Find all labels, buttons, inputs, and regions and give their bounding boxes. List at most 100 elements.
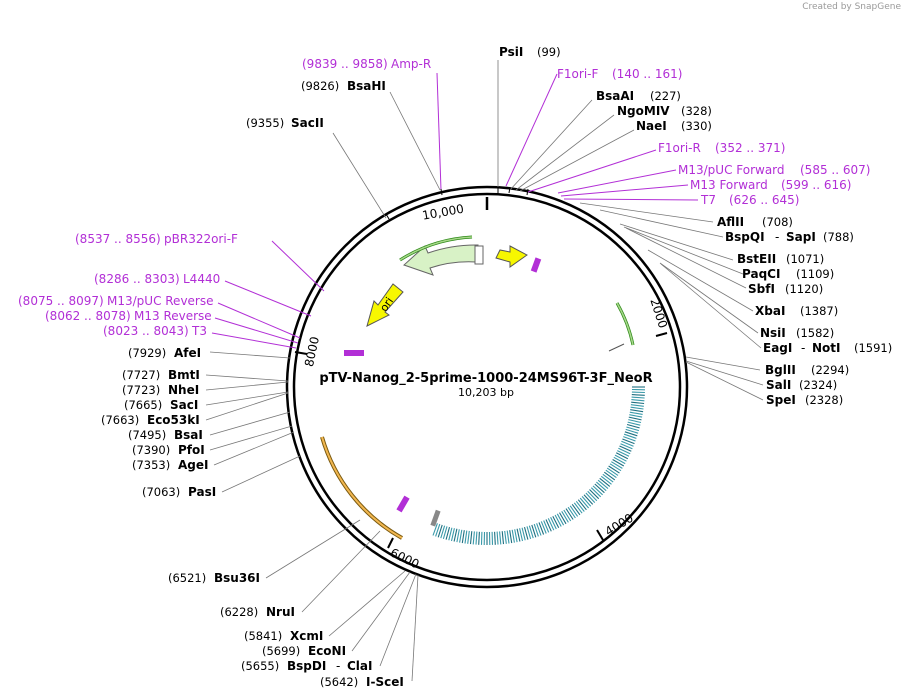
enzyme-aflii-name: AflII xyxy=(717,215,744,229)
ms2-stripe xyxy=(631,394,645,396)
ms2-stripe xyxy=(619,445,632,452)
feature-f1orif-range: (140 .. 161) xyxy=(612,67,682,81)
ms2-stripe xyxy=(440,525,446,539)
feature-f1orif-name: F1ori-F xyxy=(557,67,598,81)
ori-arrow xyxy=(366,283,404,327)
enzyme-xbai-name: XbaI xyxy=(755,304,785,318)
ms2-stripe xyxy=(624,431,638,437)
ms2-stripe xyxy=(547,518,555,531)
ms2-stripe xyxy=(559,512,567,525)
enzyme-bmti-name: BmtI xyxy=(168,368,200,382)
ms2-stripe xyxy=(563,509,572,522)
grey-mark xyxy=(430,509,441,527)
enzyme-xcmi-name: XcmI xyxy=(290,629,323,643)
ms2-stripe xyxy=(600,475,612,485)
ampr-arrow xyxy=(403,244,479,276)
ms2-stripe xyxy=(628,416,642,421)
ampr-promoter xyxy=(474,245,484,265)
feature-t3-name: T3 xyxy=(191,324,207,338)
site-ticks xyxy=(385,186,529,220)
ms2-stripe xyxy=(615,452,629,460)
enzyme-ngomiv-pos: (328) xyxy=(681,104,712,118)
enzyme-eagi-dash: - xyxy=(801,341,805,355)
ms2-stripe xyxy=(629,414,643,418)
ms2-stripe xyxy=(509,530,513,544)
ms2-stripe xyxy=(579,497,590,509)
enzyme-bglii-pos: (2294) xyxy=(811,363,849,377)
enzyme-xbai-pos: (1387) xyxy=(800,304,838,318)
enzyme-sbfi-pos: (1120) xyxy=(785,282,823,296)
tick-4000 xyxy=(596,529,604,541)
feature-m13rev-name: M13 Reverse xyxy=(134,309,212,323)
ms2-stripe xyxy=(621,440,634,447)
purple-mark-1 xyxy=(530,257,542,273)
enzyme-sbfi-name: SbfI xyxy=(748,282,775,296)
ms2-stripe xyxy=(626,423,640,429)
ms2-stripe xyxy=(475,531,478,545)
enzyme-bsu36i-name: Bsu36I xyxy=(214,571,260,585)
enzyme-nrui-pos: (6228) xyxy=(220,605,258,619)
enzyme-bsteii-pos: (1071) xyxy=(786,252,824,266)
ms2-stripe xyxy=(613,456,626,465)
ms2-stripe xyxy=(472,531,475,545)
purple-mark-2 xyxy=(344,350,364,356)
enzyme-xcmi-pos: (5841) xyxy=(244,629,282,643)
ms2-stripe xyxy=(620,443,633,450)
tick-8000 xyxy=(294,351,308,355)
feature-t3-range: (8023 .. 8043) xyxy=(103,324,189,338)
enzyme-bsaai-name: BsaAI xyxy=(596,89,634,103)
feature-ampr-name: Amp-R xyxy=(391,57,431,71)
tick-label-4000: 4000 xyxy=(603,511,636,539)
feature-l4440-range: (8286 .. 8303) xyxy=(94,272,180,286)
ms2-stripe xyxy=(464,530,468,544)
feature-ampr-range: (9839 .. 9858) xyxy=(302,57,388,71)
ms2-stripe xyxy=(526,526,532,540)
ms2-stripe xyxy=(594,483,605,494)
ms2-stripe xyxy=(631,399,645,402)
enzyme-paqci-name: PaqCI xyxy=(742,267,780,281)
ms2-stripe xyxy=(494,531,496,545)
ms2-stripe xyxy=(585,492,596,503)
enzyme-afei-pos: (7929) xyxy=(128,346,166,360)
enzyme-bsu36i-pos: (6521) xyxy=(168,571,206,585)
enzyme-econi-name: EcoNI xyxy=(308,644,346,658)
ms2-stripe xyxy=(456,529,460,543)
enzyme-leader-lines xyxy=(205,60,764,682)
ms2-stripe xyxy=(623,433,637,439)
ms2-stripe xyxy=(589,489,600,500)
ms2-stripe xyxy=(545,519,552,532)
plasmid-size: 10,203 bp xyxy=(458,386,514,399)
enzyme-bspqi-dash: - xyxy=(775,230,779,244)
ms2-stripe xyxy=(612,459,625,467)
ms2-stripe xyxy=(573,502,583,514)
ms2-stripe xyxy=(608,465,620,474)
ms2-stripe xyxy=(631,401,645,405)
ms2-stripe xyxy=(521,527,526,541)
enzyme-saci-pos: (7665) xyxy=(124,398,162,412)
ms2-stripe xyxy=(536,523,542,536)
orange-arc xyxy=(320,436,403,540)
feature-pbr-range: (8537 .. 8556) xyxy=(75,232,161,246)
ms2-stripe xyxy=(448,527,453,541)
enzyme-naei-pos: (330) xyxy=(681,119,712,133)
ms2-stripe xyxy=(565,508,574,520)
ms2-stripe xyxy=(571,503,581,516)
enzyme-bsai-name: BsaI xyxy=(174,428,203,442)
tick-2000 xyxy=(655,332,668,337)
enzyme-psii-name: PsiI xyxy=(499,45,523,59)
ms2-stripe xyxy=(523,526,529,540)
ms2-stripe xyxy=(626,426,640,432)
ms2-stripe xyxy=(504,530,507,544)
ms2-stripe xyxy=(528,525,534,539)
enzyme-bspdi-dash: - xyxy=(336,659,340,673)
ms2-stripe xyxy=(609,463,622,472)
tick-label-10000: 10,000 xyxy=(421,202,465,223)
enzyme-econi-pos: (5699) xyxy=(262,644,300,658)
enzyme-sacii-pos: (9355) xyxy=(246,116,284,130)
feature-t7-name: T7 xyxy=(700,193,716,207)
ms2-stripe xyxy=(603,471,616,481)
ms2-stripe xyxy=(531,524,537,538)
enzyme-sacii-name: SacII xyxy=(291,116,324,130)
feature-m13fwd-name: M13 Forward xyxy=(690,178,768,192)
ms2-repeat-block xyxy=(432,386,646,546)
